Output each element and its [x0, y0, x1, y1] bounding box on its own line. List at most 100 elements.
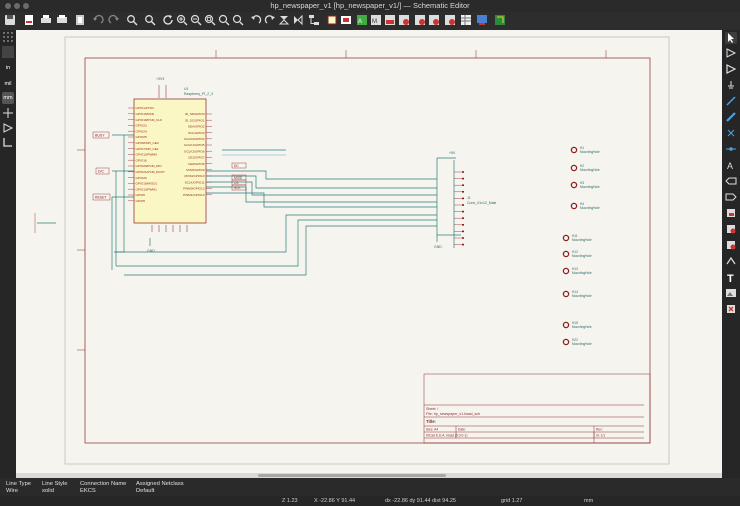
erc-icon[interactable] — [384, 14, 396, 26]
grid-overrides-icon[interactable] — [2, 46, 14, 58]
add-global-label-icon[interactable] — [725, 175, 737, 187]
footprint-assign-icon[interactable]: A — [356, 14, 368, 26]
mounting-hole-label: MountingHole — [572, 342, 592, 346]
add-hier-label-icon[interactable] — [725, 191, 737, 203]
title-block-id: Id: 1/1 — [596, 434, 605, 438]
mcu-symbol — [133, 98, 207, 224]
zoom-in-icon[interactable] — [176, 14, 188, 26]
zoom-fit-icon[interactable] — [204, 14, 216, 26]
line-mode-icon[interactable] — [2, 136, 14, 148]
add-no-connect-icon[interactable] — [725, 127, 737, 139]
zoom-out-icon[interactable] — [190, 14, 202, 26]
connector-pin — [454, 204, 464, 206]
grid-toggle-icon[interactable] — [2, 31, 14, 43]
bom-table-icon[interactable] — [428, 14, 440, 26]
title-block-date: Date: — [458, 428, 466, 432]
find-replace-icon[interactable] — [144, 14, 156, 26]
units-inch-button[interactable]: in — [5, 65, 11, 71]
connector-pin — [454, 230, 464, 233]
add-image-icon[interactable] — [725, 287, 737, 299]
scrollbar-thumb[interactable] — [258, 474, 446, 477]
add-junction-icon[interactable] — [725, 143, 737, 155]
mcu-pin-right: GCLK1/GPIO5 — [184, 143, 212, 147]
paste-icon[interactable] — [74, 14, 86, 26]
bom-icon[interactable] — [414, 14, 426, 26]
top-toolbar: A M — [0, 12, 740, 30]
symbol-editor-icon[interactable] — [326, 14, 338, 26]
svg-text:GPIO19/MISO1: GPIO19/MISO1 — [136, 182, 158, 186]
mirror-h-icon[interactable] — [292, 14, 304, 26]
add-power-icon[interactable] — [725, 79, 737, 91]
svg-text:T: T — [727, 273, 734, 283]
svg-text:CE1/GPIO7: CE1/GPIO7 — [188, 156, 205, 160]
window-title: hp_newspaper_v1 [hp_newspaper_v1/] — Sch… — [270, 1, 470, 10]
mounting-hole-label: MountingHole — [572, 238, 592, 242]
connector-pin — [454, 243, 464, 246]
refresh-icon[interactable] — [162, 14, 174, 26]
hierarchy-icon[interactable] — [308, 14, 320, 26]
add-text-icon[interactable]: T — [725, 271, 737, 283]
cursor-shape-icon[interactable] — [2, 107, 14, 119]
symbol-browser-icon[interactable] — [340, 14, 352, 26]
svg-text:MOSI/GPIO10: MOSI/GPIO10 — [185, 174, 205, 178]
zoom-window-button[interactable] — [23, 3, 29, 9]
connector-pin — [454, 197, 464, 200]
svg-text:CS: CS — [234, 181, 238, 185]
page-settings-icon[interactable] — [23, 14, 35, 26]
redo-icon[interactable] — [108, 14, 120, 26]
mirror-v-icon[interactable] — [278, 14, 290, 26]
plot-icon[interactable] — [56, 14, 68, 26]
svg-text:GPIO8/SPI_CE0: GPIO8/SPI_CE0 — [136, 141, 159, 145]
connector-pin — [454, 237, 464, 239]
zoom-objects-icon[interactable] — [218, 14, 230, 26]
svg-text:GPIO15/RXD: GPIO15/RXD — [136, 112, 155, 116]
zoom-selection-icon[interactable] — [232, 14, 244, 26]
hidden-pins-icon[interactable] — [2, 122, 14, 134]
undo-icon[interactable] — [92, 14, 104, 26]
units-mm-button[interactable]: mm — [2, 92, 14, 104]
rotate-cw-icon[interactable] — [264, 14, 276, 26]
wires — [37, 134, 461, 276]
annotate-icon[interactable]: M — [370, 14, 382, 26]
add-wire-icon[interactable] — [725, 95, 737, 107]
minimize-window-button[interactable] — [14, 3, 20, 9]
add-sheet-pin-icon[interactable] — [725, 239, 737, 251]
mounting-hole-ref: H15 — [572, 321, 578, 325]
add-label-icon[interactable]: A — [725, 159, 737, 171]
pcb-editor-icon[interactable] — [494, 14, 506, 26]
svg-text:GPIO21/PCM_DOUT: GPIO21/PCM_DOUT — [136, 170, 166, 174]
svg-text:GPIO6: GPIO6 — [136, 193, 146, 197]
units-mil-button[interactable]: mil — [4, 81, 12, 87]
add-symbol-icon[interactable] — [725, 63, 737, 75]
netlist-icon[interactable] — [398, 14, 410, 26]
add-graphic-line-icon[interactable] — [725, 255, 737, 267]
fields-table-icon[interactable] — [460, 14, 472, 26]
simulator-icon[interactable] — [476, 14, 488, 26]
rotate-ccw-icon[interactable] — [250, 14, 262, 26]
close-window-button[interactable] — [5, 3, 11, 9]
mcu-pin-left: GPIO7/SPI_CE1 — [128, 147, 159, 151]
svg-text:GPIO14/TXD: GPIO14/TXD — [136, 106, 155, 110]
save-icon[interactable] — [4, 14, 16, 26]
find-icon[interactable] — [126, 14, 138, 26]
mcu-pin-left: GPIO19/MISO1 — [128, 182, 157, 186]
mounting-hole-ref: H14 — [572, 290, 578, 294]
highlight-net-icon[interactable] — [725, 47, 737, 59]
svg-text:DC: DC — [234, 164, 239, 168]
print-icon[interactable] — [40, 14, 52, 26]
svg-text:D/C: D/C — [98, 170, 105, 174]
mcu-pin-right: GCLK0/GPIO4 — [184, 137, 212, 141]
add-bus-icon[interactable] — [725, 111, 737, 123]
select-tool-icon[interactable] — [725, 32, 737, 44]
svg-text:GPIO26: GPIO26 — [136, 176, 147, 180]
mcu-pin-right: SCLK/GPIO11 — [185, 180, 212, 184]
mcu-pin-right: SDA/GPIO2 — [188, 125, 212, 129]
bom-export-icon[interactable] — [444, 14, 456, 26]
delete-tool-icon[interactable] — [725, 303, 737, 315]
import-sheet-pin-icon[interactable] — [725, 223, 737, 235]
add-sheet-icon[interactable] — [725, 207, 737, 219]
horizontal-scrollbar[interactable] — [16, 473, 722, 478]
